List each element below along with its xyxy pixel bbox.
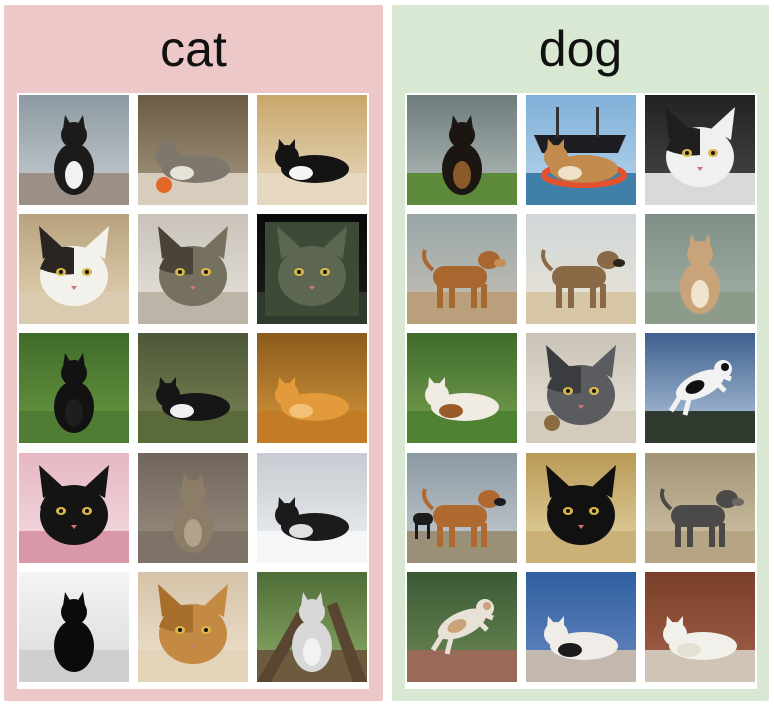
dog-photo-black-dog-close-up: [526, 453, 636, 563]
cat-photo-cat-on-wooden-deck: [138, 453, 248, 563]
dog-photo-dog-standing-on-ramp: [407, 572, 517, 682]
cat-photo-black-cat-in-grass: [19, 333, 129, 443]
cat-photo-grid: [17, 93, 369, 689]
cat-panel: cat: [4, 5, 383, 701]
cat-photo-orange-cat-on-floor: [257, 333, 367, 443]
dog-photo-dog-jumping-in-sky: [645, 333, 755, 443]
cat-photo-tabby-cat-face: [138, 214, 248, 324]
dog-photo-white-dog-lying-on-floor: [645, 572, 755, 682]
cat-photo-silhouette-cat: [19, 572, 129, 682]
cat-photo-black-white-cat-by-window: [19, 95, 129, 205]
dog-photo-spaniel-lying-on-blanket: [526, 572, 636, 682]
dog-photo-shiba-dog-sitting: [645, 214, 755, 324]
dog-photo-brown-dog-on-beach: [407, 214, 517, 324]
cat-photo-tabby-kitten-with-toy: [138, 95, 248, 205]
dog-photo-dog-on-float-by-boat: [526, 95, 636, 205]
dog-photo-german-shepherd-mix-on-sand: [526, 214, 636, 324]
cat-photo-black-white-cat-lying: [257, 95, 367, 205]
cat-photo-white-black-cat-face: [19, 214, 129, 324]
dog-photo-two-dogs-on-grass: [407, 333, 517, 443]
cat-photo-black-white-cat-in-garden: [138, 333, 248, 443]
dog-panel: dog: [392, 5, 769, 701]
cat-photo-cat-in-dark-frame: [257, 214, 367, 324]
cat-photo-cat-in-snow: [257, 453, 367, 563]
dog-panel-title: dog: [538, 21, 623, 77]
cat-photo-abyssinian-cat: [138, 572, 248, 682]
dog-photo-dog-sitting-on-rocks: [407, 95, 517, 205]
dog-photo-two-dogs-on-wet-beach: [407, 453, 517, 563]
dog-photo-grey-dog-with-rope-toy: [526, 333, 636, 443]
cat-photo-cat-in-pink-bowl: [19, 453, 129, 563]
cat-panel-title: cat: [160, 21, 227, 77]
dog-photo-grid: [405, 93, 757, 689]
dog-photo-husky-face: [645, 95, 755, 205]
cat-photo-cat-in-tree: [257, 572, 367, 682]
dog-photo-grey-dog-walking: [645, 453, 755, 563]
